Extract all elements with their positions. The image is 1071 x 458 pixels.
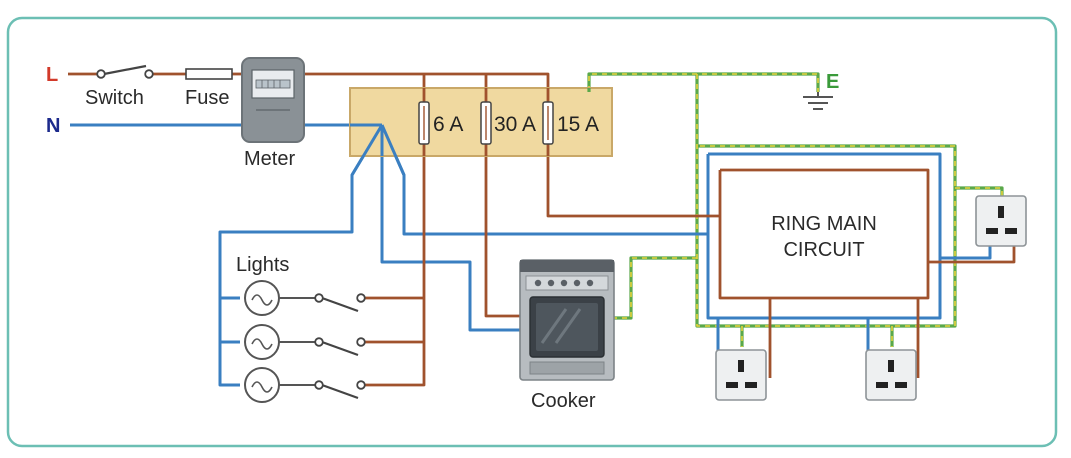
neutral-label: N [46,115,60,137]
light-circuit-row-1 [244,280,366,316]
live-label: L [46,64,58,86]
socket-icon [865,349,917,401]
bulb-icon [244,367,280,403]
cooker-label: Cooker [531,390,596,412]
fuse-rating-30a: 30 A [494,113,536,136]
fuse-15a-icon [542,101,554,145]
ring-main-label-line1: RING MAIN [771,213,877,235]
light-circuit-row-2 [244,324,366,360]
switch-icon [314,337,366,357]
cooker-icon [519,259,615,381]
earth-label: E [826,71,839,93]
main-switch-icon [96,64,154,79]
meter-label: Meter [244,148,295,170]
switch-label: Switch [85,87,144,109]
fuse-label: Fuse [185,87,229,109]
fuse-rating-6a: 6 A [433,113,463,136]
fuse-6a-icon [418,101,430,145]
fuse-rating-15a: 15 A [557,113,599,136]
switch-icon [314,293,366,313]
meter-icon [241,57,305,143]
live-wiring [68,72,1016,387]
earth-wiring [587,72,1004,347]
main-fuse-icon [185,68,233,80]
socket-icon [975,195,1027,247]
bulb-icon [244,280,280,316]
neutral-junction [350,123,406,176]
lights-label: Lights [236,254,289,276]
bulb-icon [244,324,280,360]
socket-icon [715,349,767,401]
earth-symbol-icon [803,92,833,110]
switch-icon [314,380,366,400]
light-circuit-row-3 [244,367,366,403]
ring-main-label-line2: CIRCUIT [783,239,864,261]
fuse-30a-icon [480,101,492,145]
